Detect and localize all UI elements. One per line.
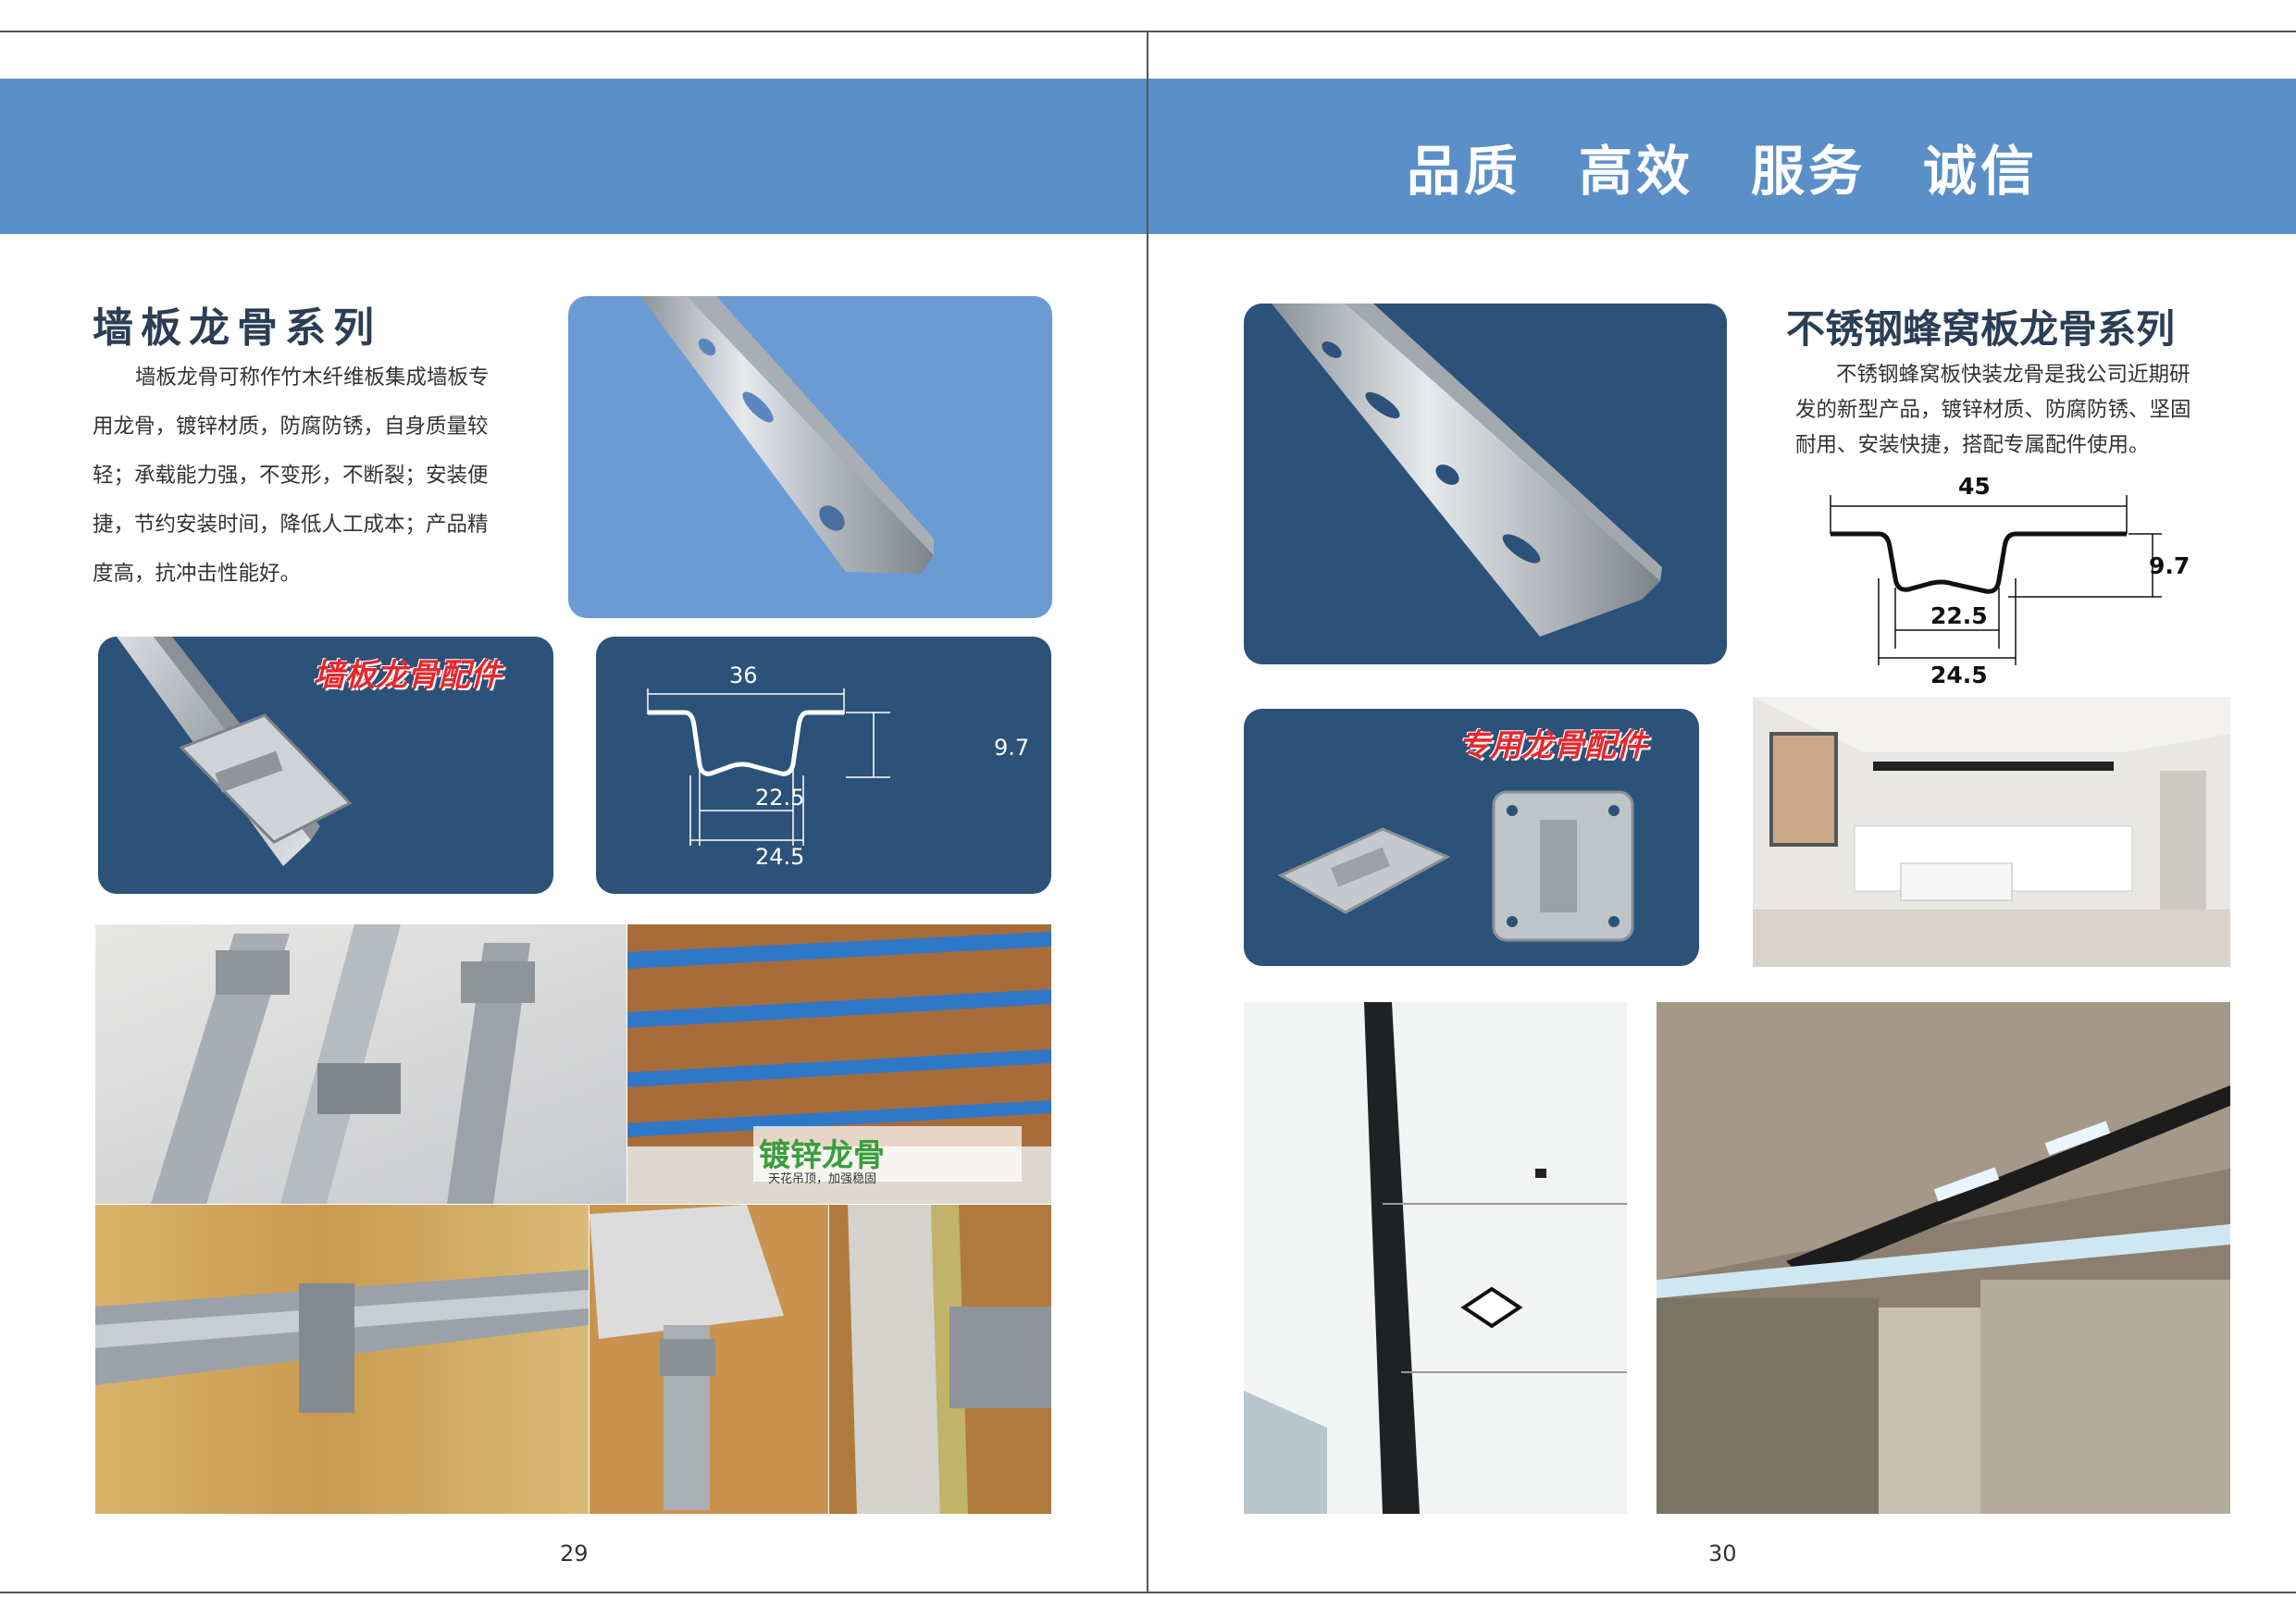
ceiling-installation-photo-1 — [1244, 1002, 1627, 1514]
header-band-left — [0, 79, 1147, 234]
left-desc-line-1: 墙板龙骨可称作竹木纤维板集成墙板专 — [135, 365, 490, 390]
slogan-quality: 品质 — [1407, 140, 1522, 203]
bottom-border — [0, 1592, 2296, 1593]
left-page-title: 墙板龙骨系列 — [93, 304, 381, 352]
wall-keel-accessory-tag: 墙板龙骨配件 — [313, 657, 502, 694]
left-page-number: 29 — [560, 1541, 589, 1567]
profile-36-top-width: 36 — [729, 663, 758, 688]
profile-36-bottom-width: 24.5 — [755, 844, 805, 870]
keel-product-photo — [568, 296, 1052, 618]
profile-36-inner-width: 22.5 — [755, 785, 805, 811]
panel-edge-photo — [829, 1205, 1051, 1514]
honeycomb-keel-profile-diagram: 45 9.7 22.5 24.5 — [1823, 467, 2212, 694]
ceiling-installation-photo-2 — [1657, 1002, 2230, 1514]
keel-on-wood-photo — [95, 1205, 589, 1514]
header-band-right — [1148, 79, 2296, 234]
dedicated-accessory-panel: 专用龙骨配件 — [1244, 709, 1699, 966]
dedicated-accessory-tag: 专用龙骨配件 — [1458, 727, 1647, 764]
right-desc-line-1: 不锈钢蜂窝板快装龙骨是我公司近期研 — [1836, 363, 2191, 387]
wall-keel-profile-diagram: 36 9.7 22.5 24.5 — [596, 637, 1051, 894]
right-page-title: 不锈钢蜂窝板龙骨系列 — [1786, 306, 2176, 352]
kitchen-interior-photo — [1753, 697, 2230, 967]
left-desc-line-3: 轻；承载能力强，不变形，不断裂；安装便 — [93, 464, 489, 488]
right-description: 不锈钢蜂窝板快装龙骨是我公司近期研 发的新型产品，镀锌材质、防腐防锈、坚固 耐用… — [1795, 357, 2230, 463]
honeycomb-keel-photo — [1244, 304, 1727, 664]
right-desc-line-2: 发的新型产品，镀锌材质、防腐防锈、坚固 — [1795, 398, 2191, 422]
keel-parts-photo — [95, 924, 627, 1204]
spine-divider — [1147, 31, 1148, 1592]
slogan-efficiency: 高效 — [1579, 140, 1694, 203]
profile-45-bottom-width: 24.5 — [1930, 662, 1988, 688]
profile-45-top-width: 45 — [1958, 473, 1991, 500]
right-page-number: 30 — [1708, 1541, 1737, 1567]
galvanized-overlay-subtitle: 天花吊顶，加强稳固 — [768, 1172, 877, 1186]
right-desc-line-3: 耐用、安装快捷，搭配专属配件使用。 — [1795, 433, 2150, 457]
profile-36-height: 9.7 — [994, 735, 1030, 761]
left-desc-line-5: 度高，抗冲击性能好。 — [93, 562, 302, 586]
left-description: 墙板龙骨可称作竹木纤维板集成墙板专 用龙骨，镀锌材质，防腐防锈，自身质量较 轻；… — [93, 353, 537, 599]
left-desc-line-2: 用龙骨，镀锌材质，防腐防锈，自身质量较 — [93, 415, 489, 439]
galvanized-overlay — [753, 1126, 1022, 1182]
galvanized-overlay-title: 镀锌龙骨 — [759, 1137, 885, 1174]
galvanized-ceiling-photo: 镀锌龙骨 天花吊顶，加强稳固 — [627, 924, 1051, 1204]
panel-clip-photo — [590, 1205, 828, 1514]
left-desc-line-4: 捷，节约安装时间，降低人工成本；产品精 — [93, 513, 489, 537]
slogan-service: 服务 — [1751, 140, 1867, 203]
slogan-integrity: 诚信 — [1923, 140, 2039, 203]
wall-keel-accessory-panel: 墙板龙骨配件 — [98, 637, 553, 894]
profile-45-inner-width: 22.5 — [1930, 602, 1988, 629]
profile-45-height: 9.7 — [2149, 552, 2191, 579]
